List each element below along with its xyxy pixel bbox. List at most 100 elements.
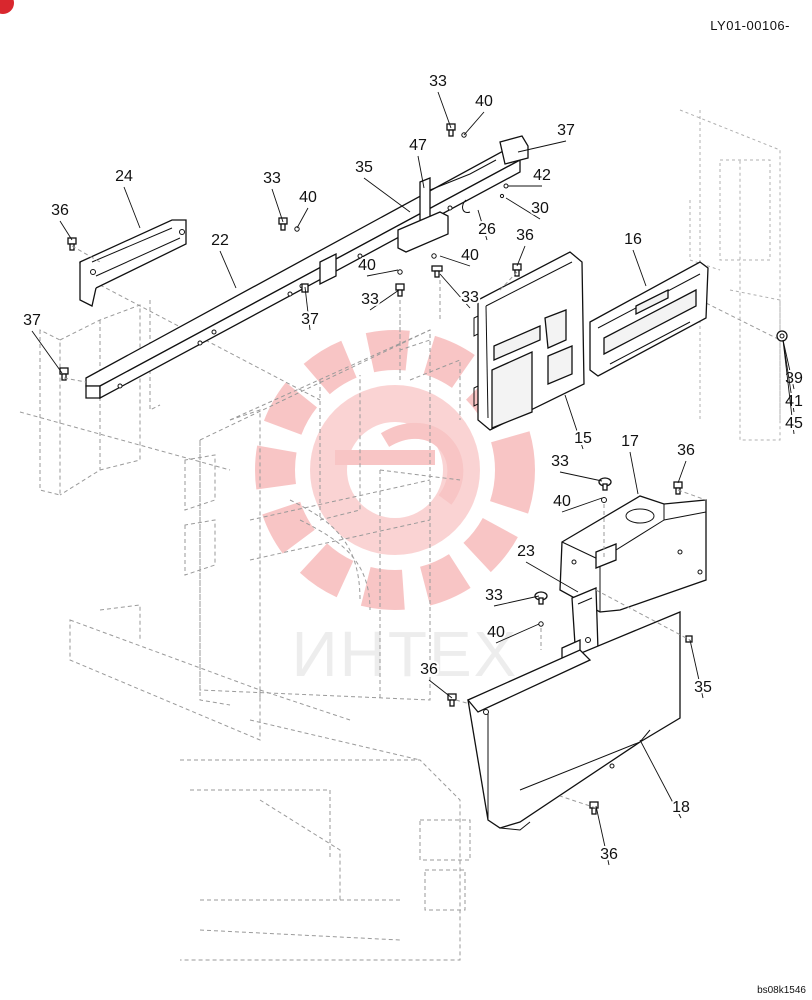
callout-number: 36 [420, 661, 438, 678]
callout-number-halo: 37 [301, 311, 319, 328]
callout-number-halo: 36 [600, 846, 618, 863]
callout-number-halo: 22 [211, 232, 229, 249]
bolt-33 [598, 477, 612, 491]
washer-40 [538, 621, 544, 627]
callout-leader-line [123, 186, 141, 229]
part-24-bracket [79, 219, 187, 307]
bolt-36 [512, 263, 522, 277]
callout-number: 40 [299, 189, 317, 206]
callout-number-halo: 26 [478, 221, 496, 238]
callout-number-halo: 18 [672, 799, 690, 816]
callout-number-halo: 23 [517, 543, 535, 560]
callout-number: 17 [621, 433, 639, 450]
callout-leader-line [639, 739, 682, 819]
callout-number: 30 [531, 200, 549, 217]
bolt-36 [447, 693, 457, 707]
callout-leader-line [437, 91, 452, 129]
callout-number-halo: 33 [551, 453, 569, 470]
callout-number-halo: 40 [553, 493, 571, 510]
callout-number-halo: 40 [299, 189, 317, 206]
callout-leader-line [439, 273, 471, 309]
callout-number: 35 [355, 159, 373, 176]
callout-number: 33 [485, 587, 503, 604]
callout-leader-line [595, 805, 610, 866]
part-15-controller-box [473, 251, 585, 431]
callout-leader-line [369, 289, 400, 311]
callout-number: 37 [301, 311, 319, 328]
callout-leader-line [59, 220, 73, 241]
callout-number-halo: 33 [263, 170, 281, 187]
callout-number-halo: 37 [23, 312, 41, 329]
callout-number-halo: 36 [51, 202, 69, 219]
grommet-39 [776, 330, 788, 342]
washer-40 [397, 269, 403, 275]
part-22-long-rail [85, 135, 529, 400]
callout-leader-line [782, 339, 795, 390]
callout-leader-line [271, 188, 284, 223]
bolt-33 [431, 265, 443, 278]
callout-number: 24 [115, 168, 133, 185]
callout-number-halo: 33 [461, 289, 479, 306]
drawing-id: bs08k1546 [757, 985, 806, 996]
callout-leader-line [219, 250, 237, 289]
callout-number: 33 [551, 453, 569, 470]
callout-leader-line [304, 286, 311, 331]
callout-number: 15 [574, 430, 592, 447]
screw-42 [503, 183, 509, 189]
callout-number: 36 [677, 442, 695, 459]
callout-leader-line [517, 140, 567, 153]
callout-number-halo: 37 [557, 122, 575, 139]
bolt-36 [673, 481, 683, 495]
callout-number: 40 [358, 257, 376, 274]
callout-leader-line [495, 623, 540, 644]
callout-number-halo: 40 [487, 624, 505, 641]
callout-number: 36 [51, 202, 69, 219]
callout-number-halo: 24 [115, 168, 133, 185]
callout-leader-line [363, 177, 411, 213]
callout-number-halo: 35 [355, 159, 373, 176]
callout-leader-line [782, 339, 795, 435]
callout-leader-line [296, 207, 309, 229]
corner-badge [0, 0, 14, 14]
callout-number-halo: 35 [694, 679, 712, 696]
callout-number-halo: 40 [475, 93, 493, 110]
callout-leader-line [516, 245, 526, 267]
callout-number: 36 [516, 227, 534, 244]
callout-number-halo: 15 [574, 430, 592, 447]
callout-leader-line [632, 249, 647, 287]
callout-leader-line [463, 111, 485, 136]
callout-number: 40 [487, 624, 505, 641]
callout-number: 23 [517, 543, 535, 560]
bolt-33 [278, 217, 288, 231]
callout-leader-line [689, 639, 704, 699]
callout-number: 36 [600, 846, 618, 863]
callout-number-halo: 30 [531, 200, 549, 217]
